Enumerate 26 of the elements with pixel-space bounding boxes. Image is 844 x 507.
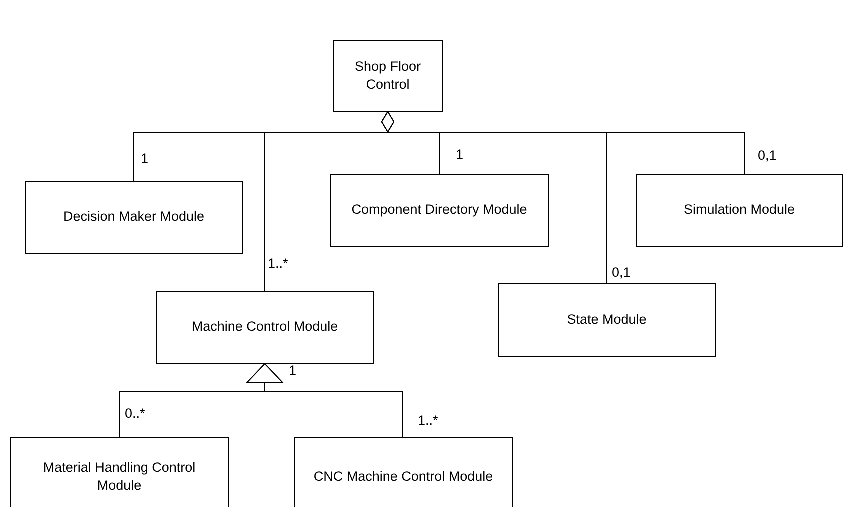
class-name: Material Handling Control Module (42, 458, 197, 495)
class-box (25, 181, 243, 254)
class-box (294, 437, 513, 507)
class-box (156, 291, 374, 364)
multiplicity-label: 0..* (125, 406, 146, 421)
multiplicity-label: 1 (289, 363, 297, 378)
class-name: Decision Maker Module (63, 208, 205, 226)
class-name: Simulation Module (684, 201, 796, 220)
class-box (498, 283, 716, 357)
class-box (10, 437, 229, 507)
generalization-arrow (246, 364, 404, 438)
class-box (330, 174, 549, 247)
class-box (636, 174, 843, 247)
class-name: Shop Floor Control (354, 58, 422, 94)
class-name: Machine Control Module (192, 318, 338, 336)
class-name: Component Directory Module (352, 201, 528, 220)
class-box (333, 40, 443, 112)
multiplicity-label: 1..* (268, 256, 288, 271)
multiplicity-label: 0,1 (612, 265, 631, 280)
class-name: State Module (567, 310, 647, 329)
multiplicity-label: 0,1 (758, 148, 777, 163)
class-name: CNC Machine Control Module (314, 468, 494, 486)
aggregation-line (382, 112, 746, 174)
multiplicity-label: 1 (141, 151, 149, 166)
multiplicity-label: 1 (456, 147, 464, 162)
multiplicity-label: 1..* (418, 413, 438, 428)
